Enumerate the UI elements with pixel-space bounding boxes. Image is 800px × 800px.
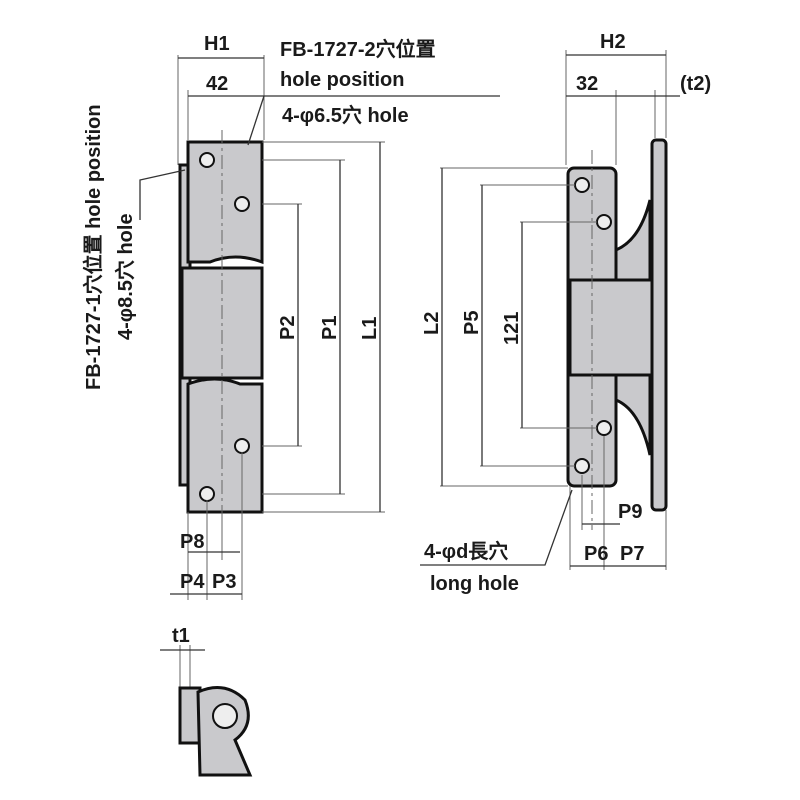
hinge-pin: [212, 703, 238, 729]
dim-t1: t1: [172, 625, 190, 647]
note-long-hole-en: long hole: [430, 573, 519, 595]
dim-p9: P9: [618, 501, 642, 523]
note-long-hole: 4-φd長穴: [424, 539, 508, 563]
hole: [199, 152, 215, 168]
hole: [596, 214, 612, 230]
dim-p6: P6: [584, 543, 608, 565]
dim-l1: L1: [359, 317, 381, 340]
side-center: [568, 278, 656, 377]
dim-h1: H1: [204, 33, 230, 55]
dim-p4: P4: [180, 571, 205, 593]
dim-p2: P2: [277, 316, 299, 340]
hole: [234, 438, 250, 454]
upper-hinge-plate: [186, 140, 264, 265]
dim-l2: L2: [421, 312, 443, 335]
note-fb2-hole-position: hole position: [280, 69, 404, 91]
dim-p7: P7: [620, 543, 644, 565]
note-fb2-holes: 4-φ6.5穴 hole: [282, 103, 409, 127]
bottom-body: [196, 686, 253, 777]
note-fb1-title: FB-1727-1穴位置 hole position: [81, 104, 105, 390]
dim-p5: P5: [461, 311, 483, 335]
hole: [574, 458, 590, 474]
dim-121: 121: [501, 312, 523, 345]
hole: [199, 486, 215, 502]
note-fb2-title: FB-1727-2穴位置: [280, 37, 436, 61]
note-fb1-holes: 4-φ8.5穴 hole: [113, 213, 137, 340]
hole: [596, 420, 612, 436]
bottom-view: [160, 645, 253, 777]
front-view: [139, 55, 500, 600]
dim-42: 42: [206, 73, 228, 95]
hole: [234, 196, 250, 212]
dim-32: 32: [576, 73, 598, 95]
lower-hinge-plate: [186, 377, 264, 514]
hole: [574, 177, 590, 193]
dim-p8: P8: [180, 531, 204, 553]
dim-t2: (t2): [680, 73, 711, 95]
dim-p1: P1: [319, 316, 341, 340]
dim-p3: P3: [212, 571, 236, 593]
side-view: [420, 50, 680, 570]
dim-h2: H2: [600, 31, 626, 53]
side-flange: [650, 138, 668, 512]
